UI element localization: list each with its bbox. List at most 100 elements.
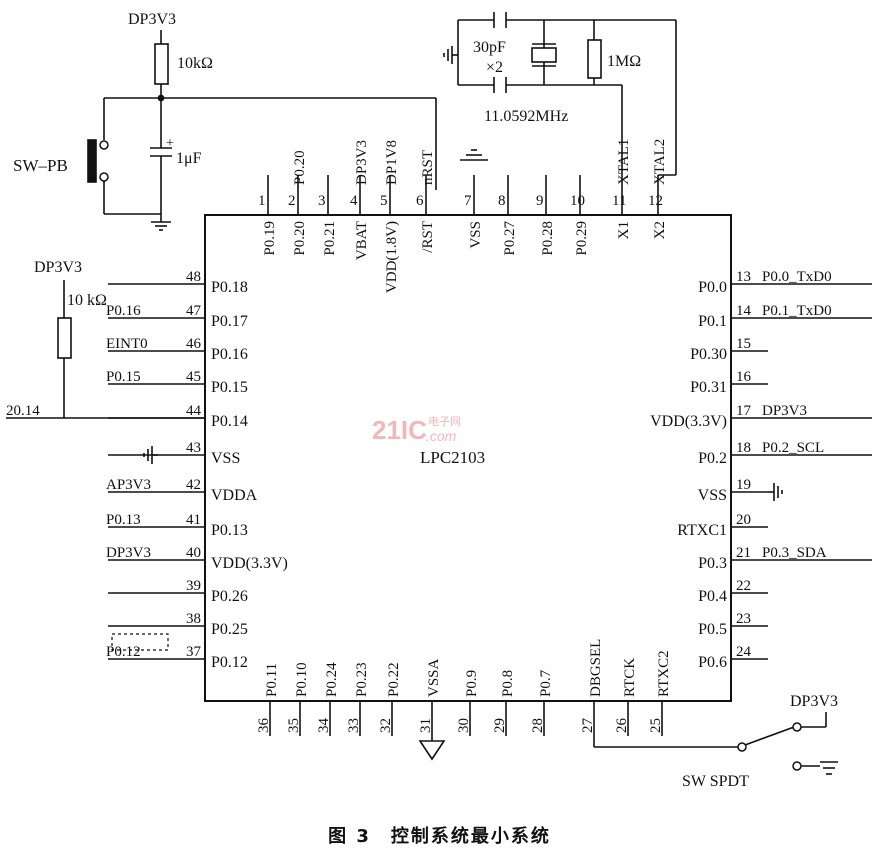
top-pin-name: VSS: [468, 221, 484, 249]
left-pin-number: 42: [186, 477, 201, 493]
pullup-44: DP3V3 10 kΩ: [34, 259, 107, 359]
right-pin-name: RTXC1: [677, 522, 727, 539]
left-pin-number: 39: [186, 578, 201, 594]
left-pin-name: VDDA: [211, 487, 258, 504]
top-pin-number: 5: [380, 193, 388, 209]
pushbutton-contact: [99, 140, 109, 150]
right-pin-name: P0.6: [698, 654, 727, 671]
top-pin-number: 7: [464, 193, 472, 209]
top-pin-net: DP3V3: [354, 140, 370, 185]
bottom-pin-number: 36: [256, 718, 272, 734]
pushbutton-contact: [99, 172, 109, 182]
left-pin-name: P0.17: [211, 313, 248, 330]
left-pin-net: P0.16: [106, 303, 141, 319]
bottom-pin-number: 33: [346, 718, 362, 733]
top-pin-number: 11: [612, 193, 626, 209]
top-pin-name: P0.29: [574, 221, 590, 256]
chip-body: [204, 214, 732, 702]
left-pin-number: 38: [186, 611, 201, 627]
left-pin-name: P0.26: [211, 588, 248, 605]
top-pin-net: nRST: [420, 150, 436, 185]
right-pin-name: P0.4: [698, 588, 727, 605]
right-pin-net: DP3V3: [762, 403, 807, 419]
reset-resistor-value: 10kΩ: [177, 55, 213, 72]
bottom-pin-name: P0.11: [264, 663, 280, 697]
debug-switch-label: SW SPDT: [682, 773, 749, 790]
right-pin-number: 15: [736, 336, 751, 352]
right-pin-name: P0.0: [698, 279, 727, 296]
right-pin-name: P0.31: [690, 379, 727, 396]
watermark-site-cn: 电子网: [428, 415, 461, 428]
crystal-cap-count: ×2: [486, 59, 503, 76]
reset-resistor: [154, 43, 169, 85]
watermark-site-en: .com: [426, 428, 457, 444]
right-pin-name: VSS: [698, 487, 727, 504]
bottom-pin-number: 25: [648, 718, 664, 733]
right-pin-number: 21: [736, 545, 751, 561]
left-pin-number: 41: [186, 512, 201, 528]
left-pin-number: 47: [186, 303, 202, 319]
right-pin-name: P0.30: [690, 346, 727, 363]
wires: [6, 12, 872, 775]
figure-number: 图 3: [328, 826, 371, 847]
left-pin-net: P0.15: [106, 369, 141, 385]
top-pin-net: DP1V8: [384, 140, 400, 185]
right-pin-number: 16: [736, 369, 752, 385]
top-pin-name: VBAT: [354, 221, 370, 260]
crystal-frequency: 11.0592MHz: [484, 108, 568, 125]
left-pin-name: P0.12: [211, 654, 248, 671]
bottom-pin-name: P0.10: [294, 662, 310, 697]
top-pin-net: XTAL1: [616, 139, 632, 185]
watermark-brand: 21IC: [372, 415, 427, 445]
right-pin-number: 17: [736, 403, 752, 419]
top-pin-number: 12: [648, 193, 663, 209]
top-pin-name: X1: [616, 221, 632, 239]
bottom-pin-name: VSSA: [426, 658, 442, 697]
right-pin-net: P0.2_SCL: [762, 440, 824, 456]
left-pin-number: 37: [186, 644, 202, 660]
right-pin-number: 14: [736, 303, 752, 319]
left-pin-name: P0.25: [211, 621, 248, 638]
right-pin-number: 24: [736, 644, 752, 660]
switch-lower-contact: [792, 761, 802, 771]
bottom-pin-number: 35: [286, 718, 302, 733]
right-pin-name: P0.3: [698, 555, 727, 572]
right-pin-net: P0.0_TxD0: [762, 269, 832, 285]
bottom-pin-number: 29: [492, 718, 508, 733]
top-pin-name: /RST: [420, 221, 436, 253]
left-pin-name: VSS: [211, 450, 240, 467]
left-pin-name: VDD(3.3V): [211, 555, 288, 572]
crystal-resistor-value: 1MΩ: [607, 53, 641, 70]
reset-switch-label: SW–PB: [13, 156, 68, 175]
top-pin-name: X2: [652, 221, 668, 239]
vssa-ground-symbol: [418, 740, 446, 761]
bottom-pin-number: 31: [418, 718, 434, 733]
right-pin-number: 23: [736, 611, 751, 627]
left-pin-number: 44: [186, 403, 202, 419]
bottom-pin-name: P0.7: [538, 669, 554, 697]
right-pin-name: P0.1: [698, 313, 727, 330]
chip-name: LPC2103: [420, 448, 485, 467]
pullup-supply-label: DP3V3: [34, 259, 82, 276]
right-pin-name: VDD(3.3V): [650, 413, 727, 430]
schematic: LPC2103 21IC 电子网 .com 1P0.192P0.20P0.203…: [6, 11, 872, 790]
left-pin-net: EINT0: [106, 336, 148, 352]
top-pin-number: 6: [416, 193, 424, 209]
left-pin-net: DP3V3: [106, 545, 151, 561]
reset-supply-label: DP3V3: [128, 11, 176, 28]
left-pin-name: P0.14: [211, 413, 248, 430]
reset-circuit: DP3V3 10kΩ + 1μF SW–PB: [13, 11, 213, 175]
top-pin-name: P0.21: [322, 221, 338, 256]
switch-common-contact: [737, 742, 747, 752]
switch-lever: [744, 726, 795, 746]
bottom-pin-number: 28: [530, 718, 546, 733]
debug-switch: DP3V3 SW SPDT: [682, 693, 838, 790]
left-pin-net: P0.12: [106, 644, 141, 660]
right-pin-number: 19: [736, 477, 751, 493]
left-pin-number: 43: [186, 440, 201, 456]
right-pin-number: 20: [736, 512, 751, 528]
bottom-pin-name: P0.24: [324, 662, 340, 697]
top-pin-net: P0.20: [292, 150, 308, 185]
top-pin-name: P0.28: [540, 221, 556, 256]
